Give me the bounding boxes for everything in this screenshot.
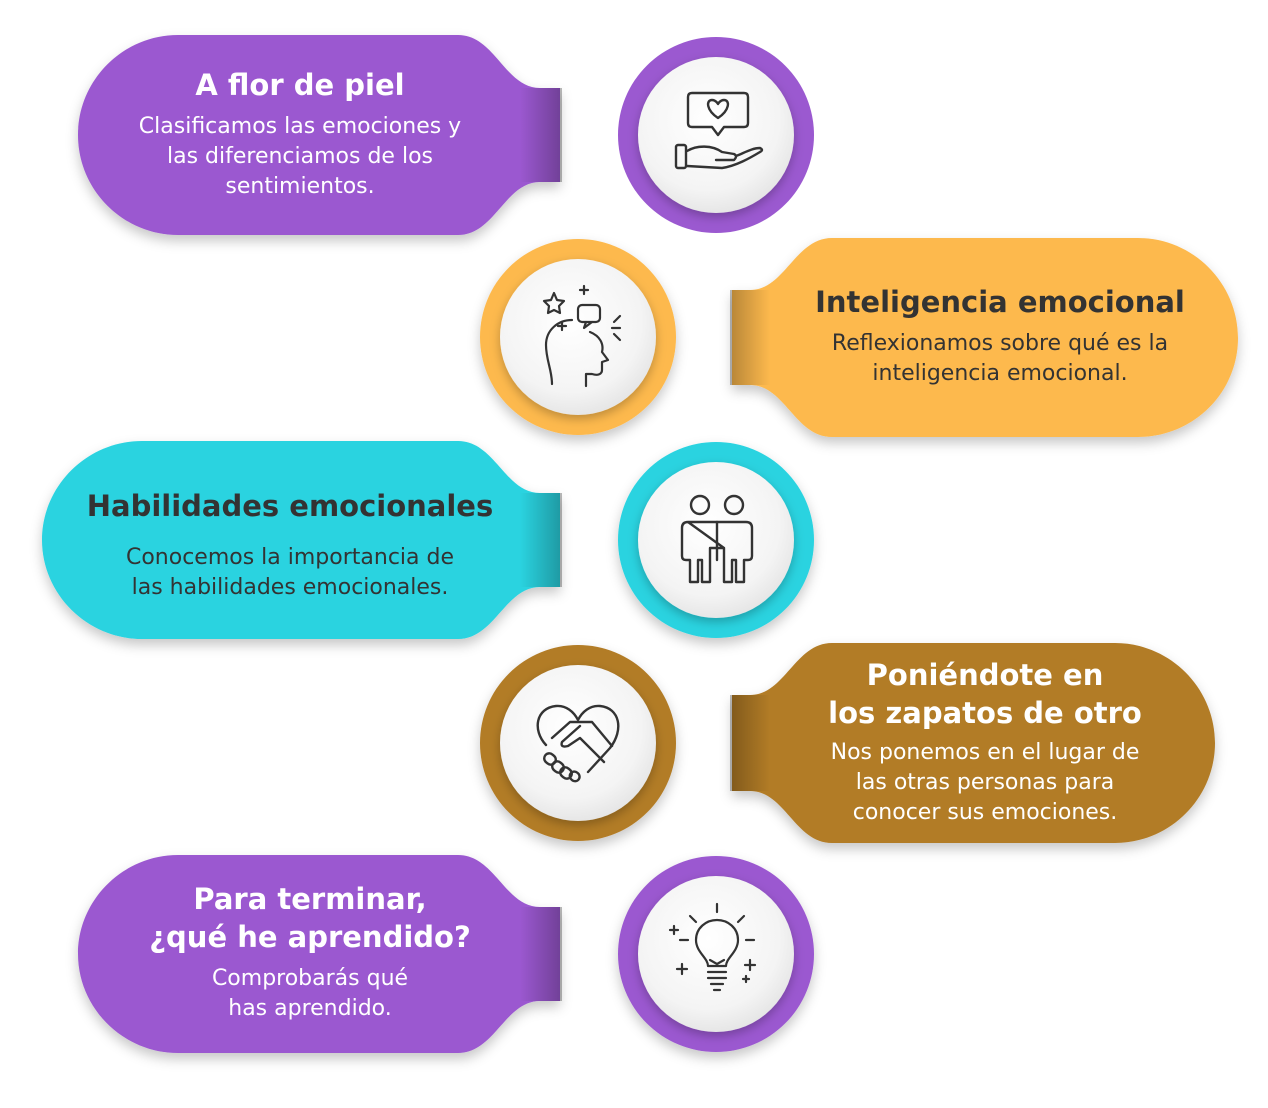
step-4-text: Poniéndote en los zapatos de otro Nos po… [780, 656, 1190, 828]
handshake-heart-icon [536, 704, 620, 783]
step-2-description: Reflexionamos sobre qué es la inteligenc… [831, 331, 1169, 386]
step-5-description: Comprobarás qué has aprendido. [211, 966, 409, 1021]
step-1-banner [78, 35, 560, 235]
step-5-banner [78, 855, 560, 1053]
step-2-icon-disc [500, 259, 656, 415]
step-4-icon-disc [500, 665, 656, 821]
step-1-icon-disc [638, 57, 794, 213]
step-3-title: Habilidades emocionales [86, 489, 494, 523]
step-1 [78, 35, 814, 235]
step-4-description: Nos ponemos en el lugar de las otras per… [830, 740, 1140, 825]
step-4-title: Poniéndote en los zapatos de otro [828, 658, 1142, 730]
step-1-text: A flor de piel Clasificamos las emocione… [90, 66, 510, 202]
step-3-description: Conocemos la importancia de las habilida… [125, 545, 455, 600]
step-1-title: A flor de piel [195, 68, 405, 102]
step-4 [480, 643, 1215, 843]
step-1-description: Clasificamos las emociones y las diferen… [138, 114, 462, 199]
step-5-icon-disc [638, 876, 794, 1032]
head-thoughts-icon [542, 284, 622, 388]
step-3 [42, 441, 814, 639]
step-2-title: Inteligencia emocional [815, 285, 1185, 319]
heart-hand-icon [674, 91, 764, 170]
step-5-title: Para terminar, ¿qué he aprendido? [149, 882, 471, 954]
step-2 [480, 238, 1238, 437]
step-5 [78, 855, 814, 1053]
step-2-text: Inteligencia emocional Reflexionamos sob… [780, 283, 1220, 389]
step-3-banner [42, 441, 560, 639]
step-2-banner [732, 238, 1238, 437]
lightbulb-icon [668, 902, 757, 992]
step-5-text: Para terminar, ¿qué he aprendido? Compro… [110, 880, 510, 1024]
step-3-text: Habilidades emocionales Conocemos la imp… [60, 487, 520, 603]
step-4-banner [732, 643, 1215, 843]
people-icon [680, 494, 754, 584]
